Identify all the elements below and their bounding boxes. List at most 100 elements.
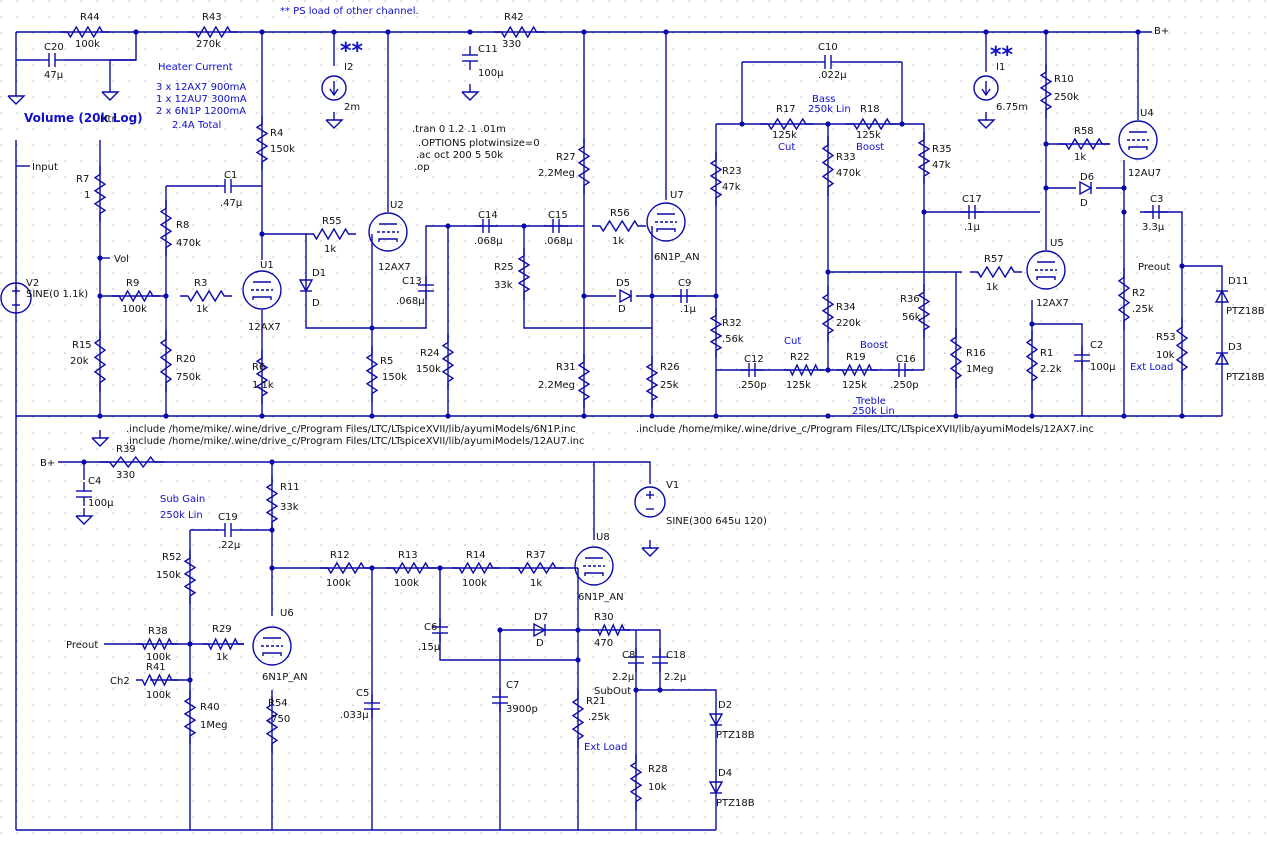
capacitor-c17[interactable] [960,205,984,219]
resistor-r54[interactable] [265,696,279,752]
diode-d2[interactable] [708,713,724,727]
tube-u2[interactable] [368,212,408,252]
tube-u4[interactable] [1118,120,1158,160]
capacitor-c8[interactable] [628,648,644,672]
value-r37: 1k [530,578,542,589]
resistor-r34[interactable] [821,286,835,342]
junction [385,29,391,35]
resistor-r56[interactable] [592,219,646,233]
capacitor-c20[interactable] [40,53,64,67]
diode-d1[interactable] [298,279,314,293]
tube-u1[interactable] [242,270,282,310]
capacitor-c15[interactable] [544,219,568,233]
resistor-r20[interactable] [159,330,173,392]
resistor-r27[interactable] [577,138,591,194]
resistor-r12[interactable] [320,561,372,575]
resistor-r15[interactable] [93,330,107,392]
ref-c9: C9 [678,278,691,289]
ref-r25: R25 [494,262,514,273]
resistor-r41[interactable] [136,673,178,687]
resistor-r37[interactable] [510,561,564,575]
diode-d5[interactable] [619,288,633,304]
resistor-r38[interactable] [136,637,178,651]
resistor-r6[interactable] [255,350,269,404]
resistor-r58[interactable] [1058,137,1110,151]
diode-d6[interactable] [1079,180,1093,196]
tube-u8[interactable] [574,546,614,586]
resistor-r17[interactable] [760,117,814,131]
resistor-r11[interactable] [265,476,279,530]
resistor-r57[interactable] [970,265,1022,279]
capacitor-c18[interactable] [652,648,668,672]
ref-r16: R16 [966,348,986,359]
resistor-r7[interactable] [93,166,107,222]
current-source-i2[interactable] [321,75,347,101]
ref-r6: R6 [252,362,265,373]
junction [187,641,193,647]
capacitor-c12[interactable] [740,363,764,377]
capacitor-c11[interactable] [462,46,478,70]
capacitor-c19[interactable] [216,523,240,537]
voltage-source-v1[interactable] [634,486,666,518]
diode-d3[interactable] [1214,351,1230,365]
resistor-r33[interactable] [821,136,835,196]
diode-d11[interactable] [1214,289,1230,303]
resistor-r18[interactable] [846,117,898,131]
resistor-r5[interactable] [365,346,379,402]
resistor-r3[interactable] [180,289,232,303]
resistor-r14[interactable] [452,561,500,575]
resistor-r55[interactable] [306,227,356,241]
capacitor-c7[interactable] [492,688,508,712]
resistor-r13[interactable] [386,561,436,575]
resistor-r42[interactable] [494,25,544,39]
capacitor-c3[interactable] [1144,205,1168,219]
resistor-r19[interactable] [836,363,878,377]
resistor-r16[interactable] [949,328,963,388]
resistor-r1[interactable] [1025,330,1039,390]
tube-u6[interactable] [252,626,292,666]
ref-d1: D1 [312,268,326,279]
resistor-r53[interactable] [1175,318,1189,380]
resistor-r30[interactable] [592,623,630,637]
capacitor-c10[interactable] [816,55,840,69]
capacitor-c13[interactable] [418,276,434,300]
resistor-r10[interactable] [1039,64,1053,118]
resistor-r31[interactable] [577,354,591,408]
resistor-r2[interactable] [1117,268,1131,330]
diode-d4[interactable] [708,781,724,795]
resistor-r32[interactable] [709,308,723,358]
resistor-r28[interactable] [629,754,643,810]
value-r7: 1 [84,190,90,201]
resistor-r9[interactable] [112,289,160,303]
resistor-r23[interactable] [709,152,723,206]
resistor-r24[interactable] [441,334,455,390]
resistor-r21[interactable] [571,690,585,748]
resistor-r43[interactable] [188,25,238,39]
capacitor-c4[interactable] [76,482,92,506]
tube-u7[interactable] [646,202,686,242]
diode-d7[interactable] [533,622,547,638]
capacitor-c16[interactable] [890,363,914,377]
capacitor-c2[interactable] [1074,346,1090,370]
resistor-r8[interactable] [159,200,173,256]
directive-include-12au7: .include /home/mike/.wine/drive_c/Progra… [126,436,585,447]
capacitor-c9[interactable] [672,289,696,303]
tube-u5[interactable] [1026,250,1066,290]
resistor-r44[interactable] [60,25,110,39]
resistor-r29[interactable] [202,637,244,651]
resistor-r26[interactable] [645,356,659,408]
resistor-r22[interactable] [784,363,824,377]
resistor-r52[interactable] [183,550,197,604]
capacitor-c6[interactable] [432,618,448,642]
resistor-r36[interactable] [917,284,931,338]
voltage-source-v2[interactable] [0,282,32,314]
current-source-i1[interactable] [973,75,999,101]
resistor-r39[interactable] [100,455,164,469]
resistor-r4[interactable] [255,116,269,170]
resistor-r35[interactable] [917,132,931,184]
capacitor-c5[interactable] [364,694,380,718]
resistor-r40[interactable] [183,690,197,744]
resistor-r25[interactable] [517,248,531,300]
capacitor-c14[interactable] [474,219,498,233]
capacitor-c1[interactable] [216,179,240,193]
